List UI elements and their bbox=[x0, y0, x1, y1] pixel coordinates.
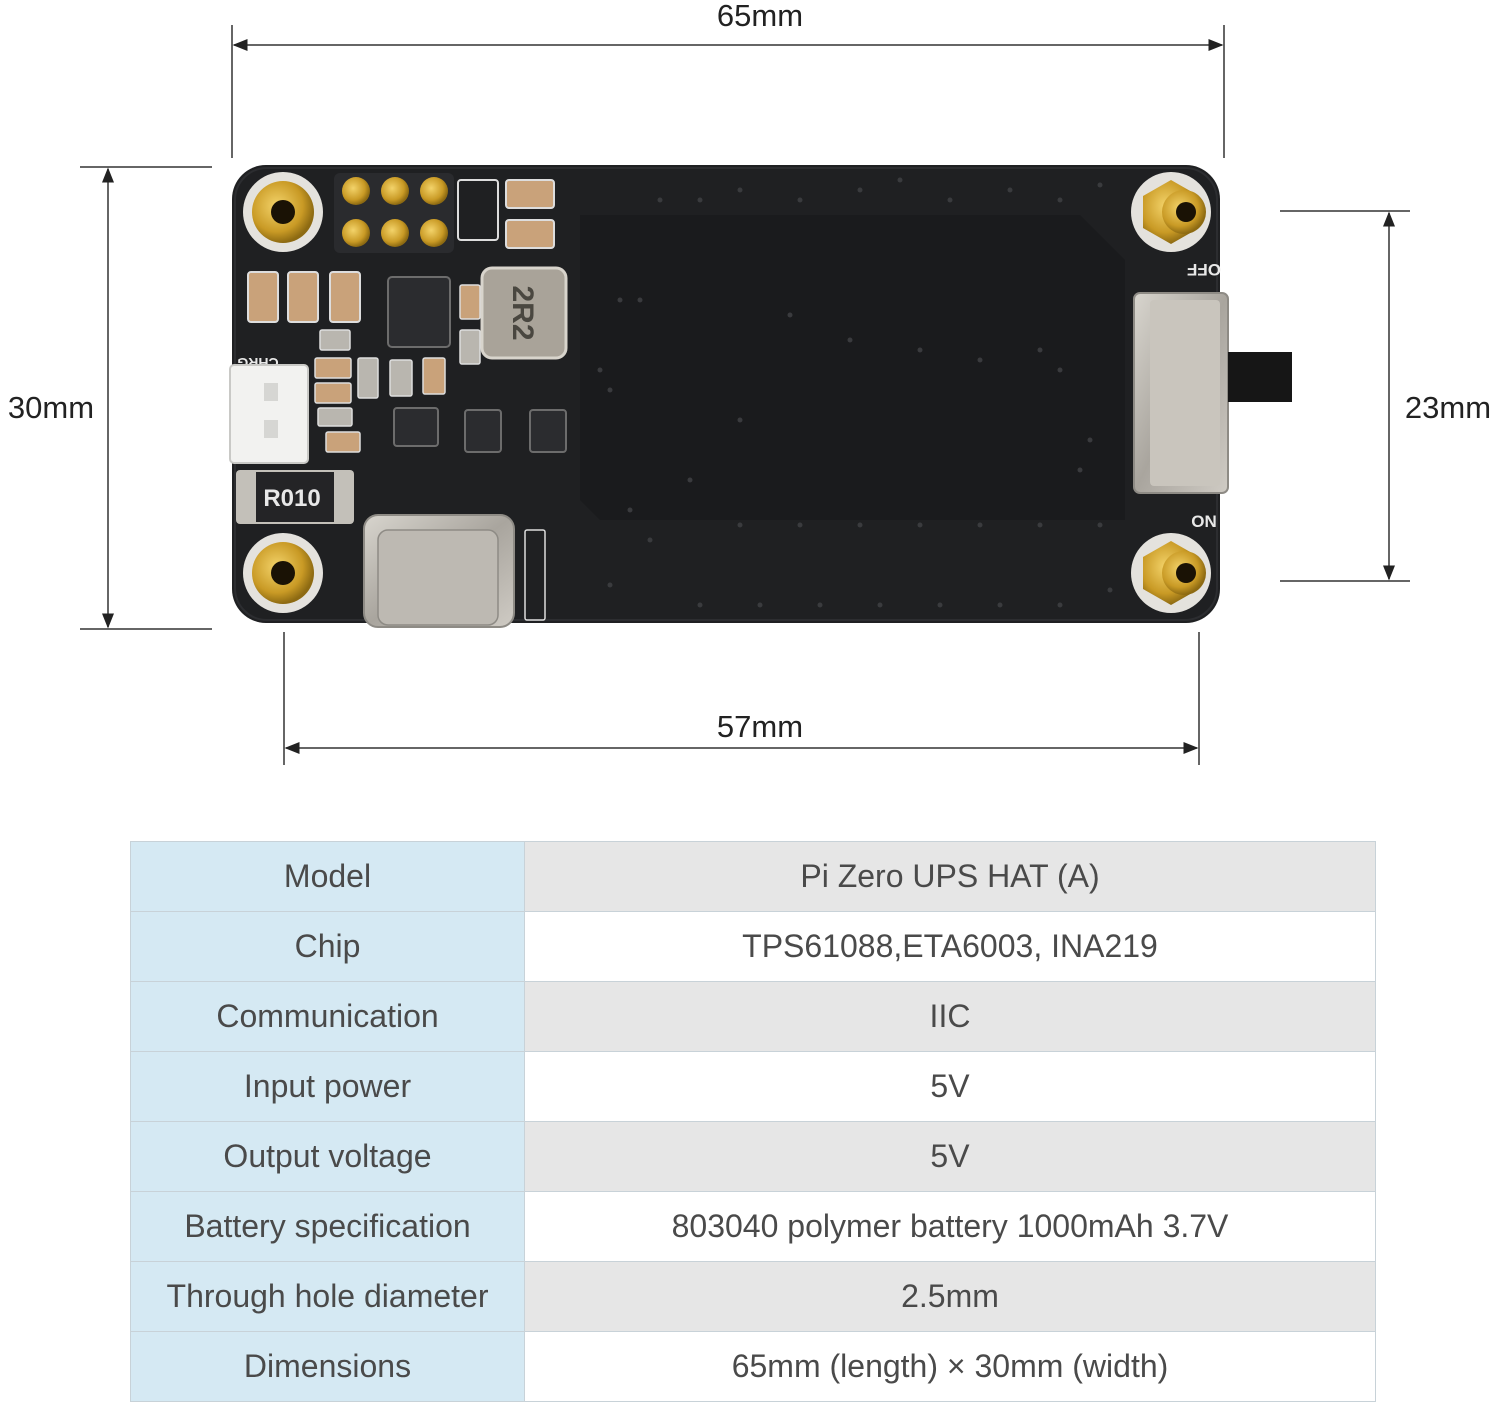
pcb-board: 2R2 CHRG R010 OFF ON bbox=[229, 165, 1292, 628]
spec-value: 2.5mm bbox=[524, 1261, 1376, 1332]
mounting-hole-bottom-left bbox=[243, 533, 323, 613]
spec-label: Output voltage bbox=[130, 1121, 525, 1192]
spec-value: TPS61088,ETA6003, INA219 bbox=[524, 911, 1376, 982]
spec-value: Pi Zero UPS HAT (A) bbox=[524, 841, 1376, 912]
spec-value: 5V bbox=[524, 1121, 1376, 1192]
via-dots bbox=[597, 177, 1113, 608]
dimension-left-label: 30mm bbox=[8, 390, 94, 425]
dimension-bottom-label: 57mm bbox=[717, 709, 803, 744]
dimension-right: 23mm bbox=[1280, 210, 1491, 582]
mounting-hole-bottom-right bbox=[1131, 533, 1211, 613]
power-switch: OFF ON bbox=[1133, 260, 1292, 531]
inductor: 2R2 bbox=[480, 266, 568, 360]
spec-value: 803040 polymer battery 1000mAh 3.7V bbox=[524, 1191, 1376, 1262]
spec-label: Battery specification bbox=[130, 1191, 525, 1262]
resistor-label: R010 bbox=[263, 485, 320, 512]
mounting-hole-top-left bbox=[243, 172, 323, 252]
ic-chips bbox=[387, 276, 567, 453]
dimension-top: 65mm bbox=[231, 0, 1225, 158]
dimension-left: 30mm bbox=[8, 166, 212, 630]
board-dimension-diagram: 65mm 30mm 23mm 57mm bbox=[8, 0, 1491, 765]
spec-label: Chip bbox=[130, 911, 525, 982]
inductor-label: 2R2 bbox=[506, 285, 539, 340]
spec-value: 65mm (length) × 30mm (width) bbox=[524, 1331, 1376, 1402]
dimension-top-label: 65mm bbox=[717, 0, 803, 33]
spec-label: Input power bbox=[130, 1051, 525, 1122]
switch-off-label: OFF bbox=[1187, 260, 1221, 279]
switch-on-label: ON bbox=[1191, 512, 1217, 531]
pogo-pin-header bbox=[334, 173, 454, 253]
sense-resistor: R010 bbox=[236, 470, 354, 524]
dimension-right-label: 23mm bbox=[1405, 390, 1491, 425]
spec-label: Dimensions bbox=[130, 1331, 525, 1402]
spec-label: Model bbox=[130, 841, 525, 912]
spec-value: 5V bbox=[524, 1051, 1376, 1122]
spec-value: IIC bbox=[524, 981, 1376, 1052]
passive-components bbox=[247, 179, 555, 621]
usb-c-connector bbox=[363, 514, 515, 628]
battery-connector bbox=[229, 364, 309, 464]
dimension-bottom: 57mm bbox=[283, 632, 1200, 765]
mounting-hole-top-right bbox=[1131, 172, 1211, 252]
spec-label: Through hole diameter bbox=[130, 1261, 525, 1332]
spec-label: Communication bbox=[130, 981, 525, 1052]
